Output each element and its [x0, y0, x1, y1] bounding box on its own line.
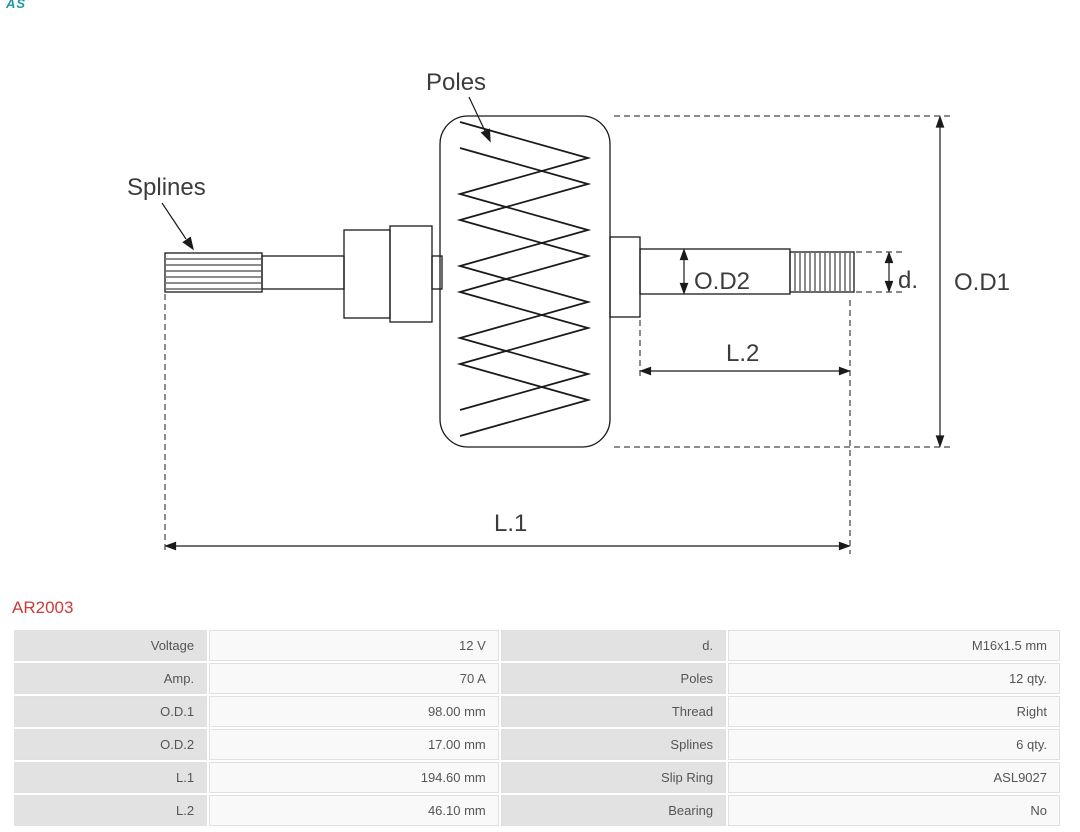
spec-value: No: [728, 795, 1060, 826]
spec-label: Thread: [500, 696, 727, 727]
splined-shaft-section: [164, 252, 263, 293]
rotor-technical-drawing: Poles Splines O.D2 L.2 d. O.D1 L.1: [127, 69, 1010, 554]
spec-value: ASL9027: [728, 762, 1060, 793]
poles-leader-arrow: [468, 96, 491, 143]
claw-pole-pattern: [456, 121, 592, 437]
label-poles: Poles: [426, 69, 486, 96]
spec-value: M16x1.5 mm: [728, 630, 1060, 661]
dim-od1-arrow: [935, 115, 945, 448]
spec-label: Amp.: [14, 663, 208, 694]
part-number: AR2003: [12, 598, 74, 617]
slip-ring-section: [609, 236, 641, 318]
spec-value: 194.60 mm: [209, 762, 499, 793]
spec-label: Bearing: [500, 795, 727, 826]
spec-label: L.1: [14, 762, 208, 793]
table-row: O.D.1 98.00 mm Thread Right: [14, 696, 1060, 727]
brand-logo-text: AS: [6, 0, 27, 9]
spec-label: O.D.1: [14, 696, 208, 727]
spec-label: L.2: [14, 795, 208, 826]
spec-value: 70 A: [209, 663, 499, 694]
spec-table: Voltage 12 V d. M16x1.5 mm Amp. 70 A Pol…: [12, 628, 1062, 828]
extension-lines: [164, 115, 950, 554]
table-row: L.1 194.60 mm Slip Ring ASL9027: [14, 762, 1060, 793]
spec-value: 98.00 mm: [209, 696, 499, 727]
table-row: Amp. 70 A Poles 12 qty.: [14, 663, 1060, 694]
collar-2: [389, 225, 433, 323]
shaft-mid: [431, 255, 443, 290]
brand-logo: AS: [6, 0, 76, 9]
spec-label: Splines: [500, 729, 727, 760]
spec-label: O.D.2: [14, 729, 208, 760]
spec-label: d.: [500, 630, 727, 661]
dim-od2-arrow: [679, 248, 689, 295]
table-row: O.D.2 17.00 mm Splines 6 qty.: [14, 729, 1060, 760]
shaft-left: [261, 255, 345, 290]
label-splines: Splines: [127, 174, 206, 201]
spec-value: 17.00 mm: [209, 729, 499, 760]
spec-value: 46.10 mm: [209, 795, 499, 826]
spec-value: 12 qty.: [728, 663, 1060, 694]
splines-leader-arrow: [161, 202, 194, 251]
spec-label: Voltage: [14, 630, 208, 661]
table-row: Voltage 12 V d. M16x1.5 mm: [14, 630, 1060, 661]
spec-value: 6 qty.: [728, 729, 1060, 760]
dim-d-arrow: [884, 251, 894, 293]
dim-l2-arrow: [639, 366, 851, 376]
table-row: L.2 46.10 mm Bearing No: [14, 795, 1060, 826]
dim-l1-arrow: [164, 541, 851, 551]
spec-label: Poles: [500, 663, 727, 694]
spec-label: Slip Ring: [500, 762, 727, 793]
label-l1: L.1: [494, 510, 527, 537]
spec-value: Right: [728, 696, 1060, 727]
label-od2: O.D2: [694, 268, 750, 295]
threaded-end: [789, 251, 855, 293]
label-d: d.: [898, 267, 918, 294]
collar-1: [343, 229, 391, 319]
spec-value: 12 V: [209, 630, 499, 661]
label-od1: O.D1: [954, 269, 1010, 296]
label-l2: L.2: [726, 340, 759, 367]
